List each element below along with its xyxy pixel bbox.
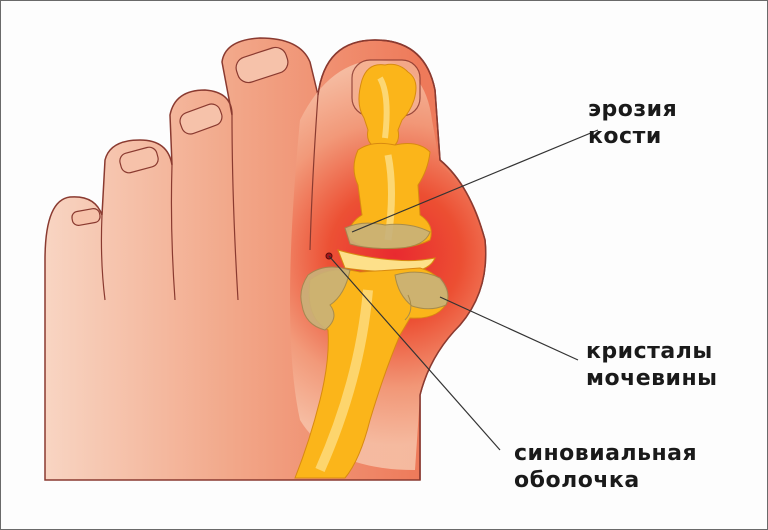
- label-bone-erosion-line1: эрозия: [588, 96, 677, 123]
- label-synovial-membrane-line1: синовиальная: [514, 440, 697, 467]
- label-urate-crystals-line1: кристалы: [586, 338, 718, 365]
- label-bone-erosion: эрозия кости: [588, 96, 677, 150]
- label-urate-crystals-line2: мочевины: [586, 365, 718, 392]
- label-synovial-membrane-line2: оболочка: [514, 467, 697, 494]
- leader-line-crystals: [440, 297, 578, 360]
- label-urate-crystals: кристалы мочевины: [586, 338, 718, 392]
- label-bone-erosion-line2: кости: [588, 123, 677, 150]
- label-synovial-membrane: синовиальная оболочка: [514, 440, 697, 494]
